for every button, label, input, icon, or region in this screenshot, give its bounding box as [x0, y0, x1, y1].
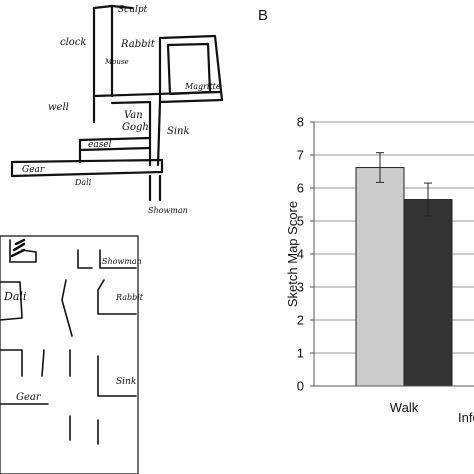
y-tick-label-0: 0 [297, 379, 304, 394]
sketch-label-showman-bottom: Showman [102, 257, 142, 266]
sketch-corridor [92, 4, 114, 98]
sketch-map-bottom-labels: Dali Showman Rabbit Sink Gear [3, 257, 144, 403]
sketch-corridor [166, 42, 212, 96]
bar-info [403, 199, 453, 387]
sketch-label-gear-bottom: Gear [16, 392, 42, 403]
sketch-wall [69, 415, 99, 445]
sketch-wall [61, 279, 73, 337]
sketch-label-dali: Dali [74, 178, 92, 187]
sketch-label-well: well [48, 102, 69, 113]
sketch-corridor [110, 4, 134, 10]
sketch-label-magritte: Magritte [184, 82, 221, 91]
y-tick-label-6: 6 [297, 181, 304, 196]
sketch-wall [0, 349, 23, 377]
sketch-label-rabbit: Rabbit [120, 39, 156, 50]
y-tick-label-7: 7 [297, 148, 304, 163]
sketch-wall [41, 349, 45, 377]
y-axis-title: Sketch Map Score [285, 201, 300, 307]
sketch-map-top [10, 4, 224, 202]
x-category-label-1: Infe [458, 410, 474, 425]
y-tick-label-5: 5 [297, 214, 304, 229]
sketch-label-clock: clock [60, 37, 86, 48]
sketch-wall [97, 279, 137, 315]
sketch-wall [9, 239, 37, 263]
sketch-corridor [148, 174, 162, 202]
bar-chart: 0 1 2 3 4 5 6 7 8 WalkInfe Sketch Map Score [285, 115, 474, 425]
sketch-label-gear: Gear [22, 165, 45, 175]
sketch-label-rabbit-bottom: Rabbit [115, 293, 144, 302]
sketch-map-top-labels: Sculpt clock Rabbit Mouse Magritte well … [22, 5, 221, 215]
y-tick-label-3: 3 [297, 280, 304, 295]
chart-error-bars [376, 152, 432, 217]
sketch-wall [0, 281, 23, 321]
sketch-label-mouse: Mouse [104, 58, 129, 66]
y-tick-label-8: 8 [297, 115, 304, 130]
sketch-wall [97, 355, 137, 397]
sketch-label-sink-bottom: Sink [116, 377, 136, 387]
y-tick-label-4: 4 [297, 247, 304, 262]
sketch-label-sink: Sink [167, 126, 190, 137]
sketch-wall [77, 249, 93, 269]
sketch-corridor [158, 34, 224, 104]
x-category-label-0: Walk [390, 400, 419, 415]
chart-y-ticks: 0 1 2 3 4 5 6 7 8 [297, 115, 314, 394]
y-tick-label-2: 2 [297, 313, 304, 328]
sketch-map-bottom [0, 235, 139, 474]
sketch-corridor [78, 136, 152, 152]
chart-x-categories: WalkInfe [390, 400, 474, 425]
sketch-corridor [10, 158, 164, 178]
sketch-frame [0, 235, 139, 474]
y-tick-label-1: 1 [297, 346, 304, 361]
sketch-label-dali-bottom: Dali [3, 290, 26, 303]
chart-bars [355, 167, 453, 387]
sketch-wall [10, 238, 26, 258]
sketch-wall [99, 249, 137, 269]
panel-letter-b: B [258, 7, 268, 24]
sketch-label-easel: easel [88, 140, 112, 150]
sketch-corridor [148, 100, 162, 167]
sketch-label-sculpture: Sculpt [118, 5, 148, 15]
sketch-label-showman: Showman [148, 206, 188, 215]
bar-walk [355, 167, 405, 387]
